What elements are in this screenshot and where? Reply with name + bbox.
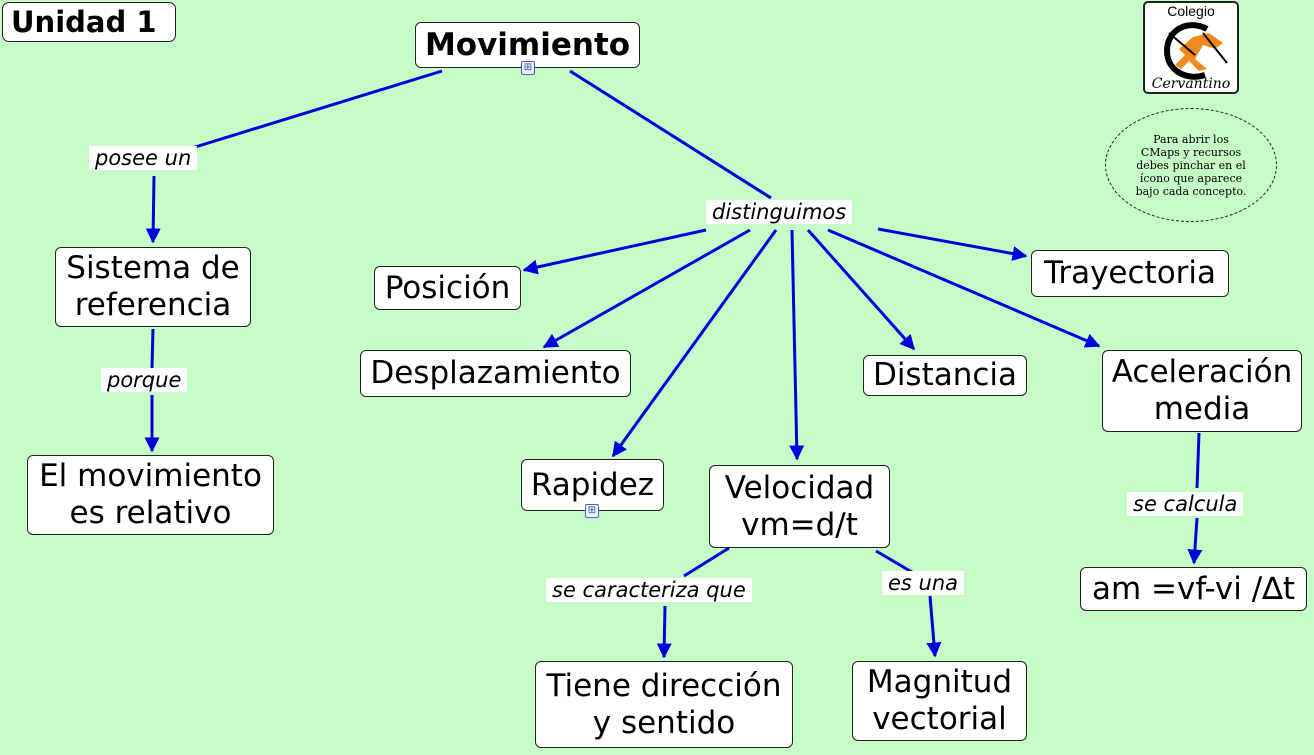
concept-direccion-sentido[interactable]: Tiene dirección y sentido [535, 661, 793, 748]
linking-phrase-se-caracteriza-que[interactable]: se caracteriza que [546, 578, 752, 602]
link-distinguimos-trayectoria [877, 227, 1028, 261]
concept-sistema-de-referencia[interactable]: Sistema de referencia [55, 247, 251, 327]
link-caracteriza-direccion [656, 605, 672, 659]
link-distinguimos-rapidez [611, 229, 778, 458]
concept-trayectoria[interactable]: Trayectoria [1031, 250, 1229, 297]
linking-phrase-distinguimos[interactable]: distinguimos [706, 200, 853, 224]
unit-label: Unidad 1 [2, 2, 176, 42]
link-movimiento-distinguimos [569, 69, 772, 200]
logo-bottom-text: Cervantino [1151, 76, 1231, 92]
link-esuna-magnitud [926, 595, 942, 658]
concept-formula-aceleracion[interactable]: am =vf-vi /∆t [1080, 567, 1307, 611]
link-velocidad-caracteriza [683, 546, 730, 578]
link-distinguimos-velocidad [789, 229, 805, 461]
link-distinguimos-desplazamiento [542, 228, 751, 349]
link-sistema-porque [150, 328, 155, 369]
concept-posicion[interactable]: Posición [374, 266, 521, 310]
resources-note: Para abrir los CMaps y recursos debes pi… [1105, 108, 1277, 222]
logo-top-text: Colegio [1167, 3, 1215, 19]
link-secalcula-formula [1187, 517, 1203, 565]
colegio-cervantino-logo: Colegio Cervantino [1143, 1, 1239, 94]
concept-aceleracion-media[interactable]: Aceleración media [1102, 350, 1302, 432]
resource-icon-movimiento[interactable]: ⊞ [521, 61, 535, 75]
logo-emblem-icon [1163, 22, 1228, 80]
concept-movimiento[interactable]: Movimiento [415, 22, 640, 68]
link-distinguimos-distancia [806, 229, 916, 351]
concept-movimiento-relativo[interactable]: El movimiento es relativo [27, 455, 274, 535]
concept-desplazamiento[interactable]: Desplazamiento [360, 350, 631, 397]
linking-phrase-porque[interactable]: porque [101, 368, 188, 392]
concept-velocidad[interactable]: Velocidad vm=d/t [709, 465, 890, 548]
link-distinguimos-posicion [522, 228, 707, 275]
link-posee-sistema [145, 175, 161, 244]
link-distinguimos-aceleracion [827, 228, 1101, 348]
linking-phrase-se-calcula[interactable]: se calcula [1127, 492, 1244, 516]
link-movimiento-posee [191, 69, 443, 150]
concept-rapidez[interactable]: Rapidez [521, 459, 664, 511]
resource-icon-rapidez[interactable]: ⊞ [585, 504, 599, 518]
link-aceleracion-secalcula [1195, 432, 1201, 489]
concept-distancia[interactable]: Distancia [863, 355, 1027, 396]
linking-phrase-es-una[interactable]: es una [882, 571, 965, 595]
linking-phrase-posee-un[interactable]: posee un [89, 146, 198, 170]
concept-magnitud-vectorial[interactable]: Magnitud vectorial [852, 661, 1027, 741]
